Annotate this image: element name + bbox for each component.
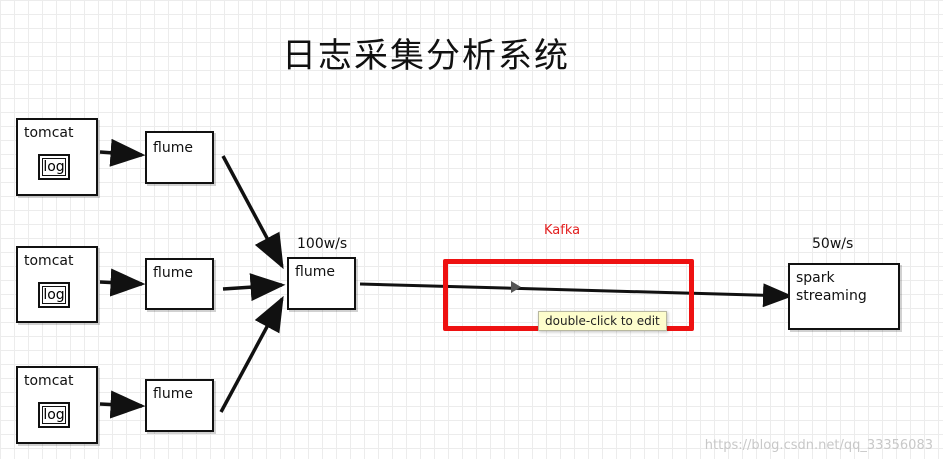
arrow-tomcat2-flume2[interactable] xyxy=(99,268,146,297)
arrow-tomcat3-flume3[interactable] xyxy=(99,390,146,419)
flume-label: flume xyxy=(153,386,193,402)
flume-box-3[interactable]: flume xyxy=(145,379,214,432)
consumer-rate: 50w/s xyxy=(812,236,854,252)
spark-streaming-label: spark streaming xyxy=(796,270,867,304)
tomcat-box-1[interactable]: tomcat log xyxy=(16,118,98,196)
aggregator-flume-label: flume xyxy=(295,264,335,280)
log-box[interactable]: log xyxy=(38,282,70,308)
aggregator-flume-box[interactable]: flume xyxy=(287,257,356,310)
flume-box-1[interactable]: flume xyxy=(145,131,214,184)
aggregator-rate: 100w/s xyxy=(297,236,348,252)
watermark-url: https://blog.csdn.net/qq_33356083 xyxy=(704,438,933,453)
tomcat-label: tomcat xyxy=(24,373,74,389)
tomcat-label: tomcat xyxy=(24,253,74,269)
tomcat-label: tomcat xyxy=(24,125,74,141)
flume-box-2[interactable]: flume xyxy=(145,258,214,310)
pointer-cursor-icon xyxy=(511,281,521,293)
flume-label: flume xyxy=(153,140,193,156)
arrow-flume1-aggregator[interactable] xyxy=(221,155,284,270)
arrow-aggregator-spark[interactable] xyxy=(359,282,793,308)
diagram-title: 日志采集分析系统 xyxy=(282,36,570,76)
edit-tooltip: double-click to edit xyxy=(538,311,667,331)
log-box[interactable]: log xyxy=(38,402,70,428)
arrow-flume3-aggregator[interactable] xyxy=(219,295,284,413)
flume-label: flume xyxy=(153,265,193,281)
arrow-flume2-aggregator[interactable] xyxy=(222,273,286,302)
tomcat-box-3[interactable]: tomcat log xyxy=(16,366,98,444)
tomcat-box-2[interactable]: tomcat log xyxy=(16,246,98,323)
spark-streaming-box[interactable]: spark streaming xyxy=(788,263,900,330)
kafka-label: Kafka xyxy=(544,223,581,238)
log-box[interactable]: log xyxy=(38,154,70,180)
arrow-tomcat1-flume1[interactable] xyxy=(99,138,146,167)
